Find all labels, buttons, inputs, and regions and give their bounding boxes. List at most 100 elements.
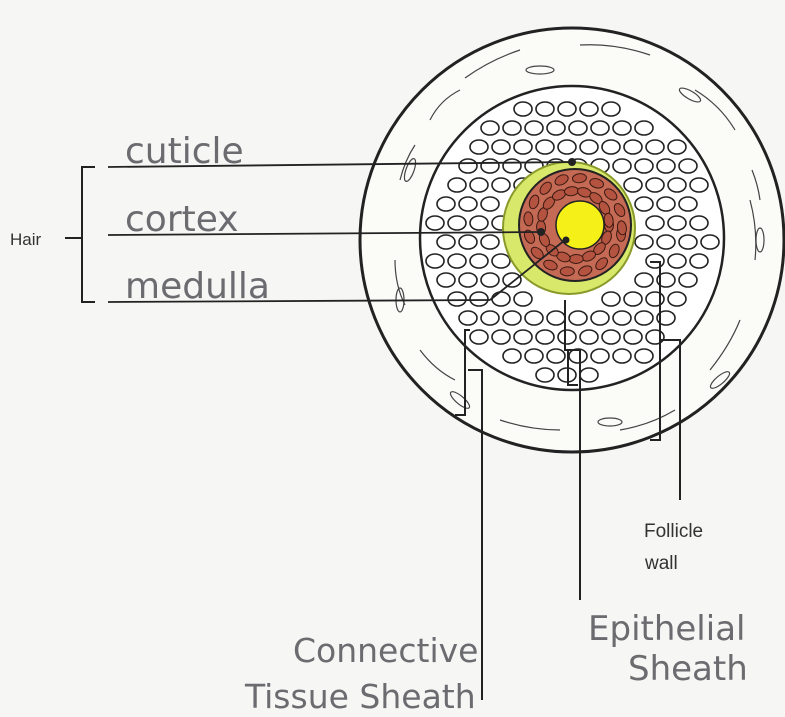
connective-sheath-label-line1: Connective xyxy=(293,631,478,670)
epithelial-cell xyxy=(613,121,631,135)
epithelial-cell xyxy=(635,235,653,249)
epithelial-cell xyxy=(514,292,532,306)
epithelial-cell xyxy=(624,330,642,344)
epithelial-cell xyxy=(492,254,510,268)
epithelial-cell xyxy=(492,140,510,154)
hair-group-label: Hair xyxy=(10,230,42,249)
epithelial-cell xyxy=(536,330,554,344)
epithelial-cell xyxy=(558,140,576,154)
epithelial-cell xyxy=(602,140,620,154)
epithelial-cell xyxy=(514,102,532,116)
epithelial-cell xyxy=(437,235,455,249)
epithelial-cell xyxy=(646,216,664,230)
epithelial-cell xyxy=(547,121,565,135)
epithelial-cell xyxy=(536,102,554,116)
epithelial-cell xyxy=(591,311,609,325)
epithelial-cell xyxy=(657,197,675,211)
epithelial-cell xyxy=(459,235,477,249)
cortex-cell xyxy=(560,267,574,276)
epithelial-cell xyxy=(679,197,697,211)
epithelial-cell xyxy=(624,178,642,192)
epithelial-cell xyxy=(668,292,686,306)
epithelial-cell xyxy=(580,330,598,344)
epithelial-cell xyxy=(503,159,521,173)
epithelial-cell xyxy=(591,349,609,363)
epithelial-cell xyxy=(459,273,477,287)
cortex-label: cortex xyxy=(125,199,239,240)
epithelial-cell xyxy=(602,330,620,344)
epithelial-cell xyxy=(624,292,642,306)
epithelial-cell xyxy=(569,311,587,325)
epithelial-cell xyxy=(547,349,565,363)
epithelial-cell xyxy=(481,235,499,249)
epithelial-cell xyxy=(536,140,554,154)
epithelial-cell xyxy=(613,311,631,325)
epithelial-cell xyxy=(470,178,488,192)
epithelial-cell xyxy=(426,216,444,230)
epithelial-cell xyxy=(602,292,620,306)
epithelial-cell xyxy=(558,330,576,344)
epithelial-cell xyxy=(690,178,708,192)
epithelial-cell xyxy=(690,216,708,230)
follicle-wall-label-line1: Follicle xyxy=(644,521,703,542)
epithelial-cell xyxy=(481,197,499,211)
epithelial-cell xyxy=(635,121,653,135)
epithelial-cell xyxy=(503,121,521,135)
epithelial-cell xyxy=(668,254,686,268)
epithelial-cell xyxy=(448,216,466,230)
epithelial-cell xyxy=(635,349,653,363)
epithelial-cell xyxy=(525,121,543,135)
epithelial-cell xyxy=(580,140,598,154)
connective-sheath-label-line2: Tissue Sheath xyxy=(244,677,476,716)
epithelial-cell xyxy=(448,254,466,268)
epithelial-cell xyxy=(613,349,631,363)
epithelial-cell xyxy=(624,140,642,154)
epithelial-cell xyxy=(657,235,675,249)
epithelial-cell xyxy=(448,292,466,306)
epithelial-cell xyxy=(690,254,708,268)
epithelial-cell xyxy=(613,159,631,173)
epithelial-cell xyxy=(646,140,664,154)
follicle-cross-section xyxy=(360,28,784,452)
epithelial-cell xyxy=(591,121,609,135)
epithelial-cell xyxy=(481,159,499,173)
epithelial-cell xyxy=(635,273,653,287)
epithelial-sheath-label-line1: Epithelial xyxy=(588,609,745,649)
epithelial-cell xyxy=(635,197,653,211)
epithelial-cell xyxy=(492,292,510,306)
epithelial-cell xyxy=(646,292,664,306)
epithelial-cell xyxy=(635,311,653,325)
epithelial-cell xyxy=(602,102,620,116)
epithelial-cell xyxy=(514,330,532,344)
epithelial-cell xyxy=(668,216,686,230)
epithelial-cell xyxy=(646,178,664,192)
epithelial-cell xyxy=(558,102,576,116)
epithelial-cell xyxy=(459,197,477,211)
epithelial-cell xyxy=(492,330,510,344)
epithelial-cell xyxy=(668,178,686,192)
epithelial-cell xyxy=(536,368,554,382)
hair-bracket xyxy=(65,167,95,302)
epithelial-cell xyxy=(437,197,455,211)
epithelial-cell xyxy=(525,349,543,363)
epithelial-cell xyxy=(448,178,466,192)
epithelial-cell xyxy=(514,140,532,154)
epithelial-cell xyxy=(580,368,598,382)
epithelial-cell xyxy=(679,159,697,173)
medulla-label: medulla xyxy=(125,266,270,307)
epithelial-cell xyxy=(459,311,477,325)
epithelial-cell xyxy=(470,140,488,154)
epithelial-cell xyxy=(679,235,697,249)
epithelial-cell xyxy=(470,216,488,230)
epithelial-cell xyxy=(492,178,510,192)
cortex-cell xyxy=(569,254,583,263)
epithelial-cell xyxy=(470,292,488,306)
epithelial-cell xyxy=(470,254,488,268)
epithelial-cell xyxy=(679,273,697,287)
epithelial-cell xyxy=(426,254,444,268)
epithelial-cell xyxy=(481,121,499,135)
epithelial-cell xyxy=(459,159,477,173)
epithelial-cell xyxy=(481,273,499,287)
epithelial-cell xyxy=(503,349,521,363)
